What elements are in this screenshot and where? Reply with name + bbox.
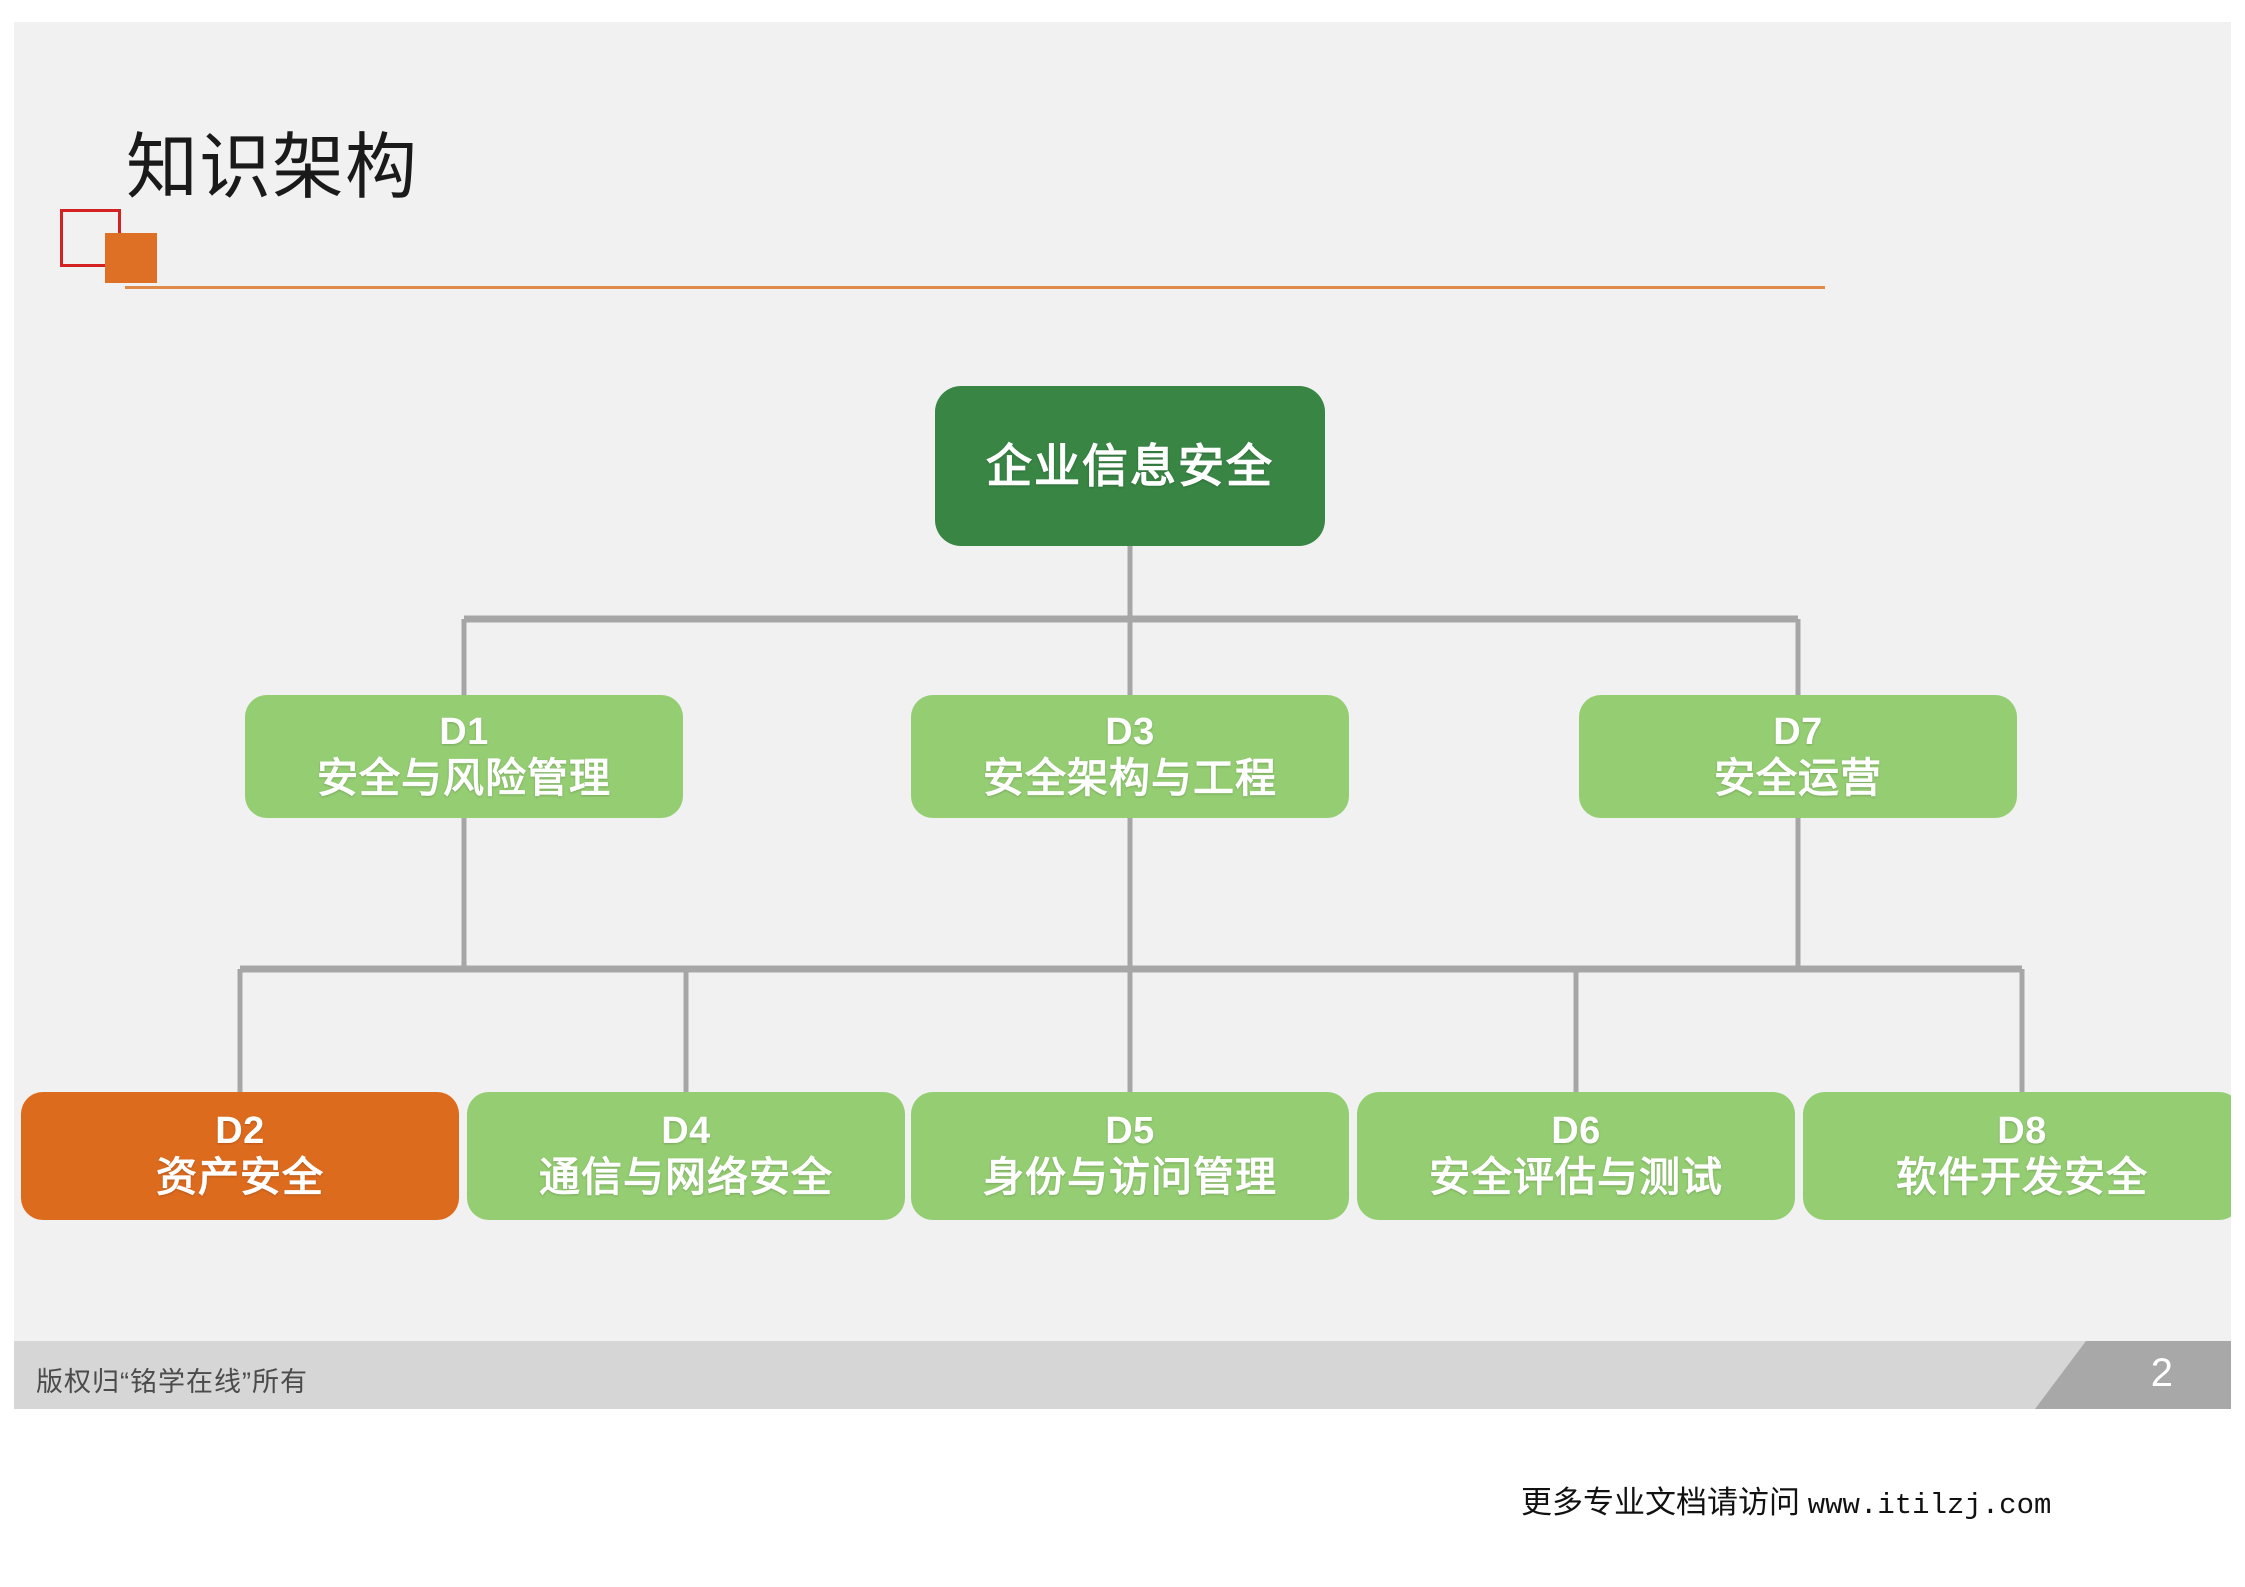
watermark: 更多专业文档请访问 www.itilzj.com [1521, 1477, 2051, 1522]
title-divider [125, 286, 1825, 289]
node-d3-label: 安全架构与工程 [983, 754, 1277, 801]
page-title: 知识架构 [126, 128, 419, 208]
node-d1[interactable]: D1 安全与风险管理 [245, 695, 683, 818]
node-d2-label: 资产安全 [156, 1154, 324, 1201]
node-d2[interactable]: D2 资产安全 [21, 1092, 459, 1220]
node-d5-label: 身份与访问管理 [983, 1154, 1277, 1201]
node-d4-code: D4 [661, 1110, 711, 1153]
copyright-text: 版权归“铭学在线”所有 [36, 1367, 308, 1397]
node-d8-label: 软件开发安全 [1896, 1154, 2148, 1201]
watermark-prefix: 更多专业文档请访问 [1521, 1485, 1808, 1520]
page-number-shape [2035, 1341, 2231, 1409]
orange-square-icon [105, 233, 157, 283]
node-d5[interactable]: D5 身份与访问管理 [911, 1092, 1349, 1220]
node-d2-code: D2 [215, 1110, 265, 1153]
node-d1-label: 安全与风险管理 [317, 754, 611, 801]
slide-footer: 版权归“铭学在线”所有 2 [14, 1341, 2231, 1409]
node-d1-code: D1 [439, 710, 489, 753]
node-d7[interactable]: D7 安全运营 [1579, 695, 2017, 818]
node-d6-code: D6 [1551, 1110, 1601, 1153]
node-d3[interactable]: D3 安全架构与工程 [911, 695, 1349, 818]
node-d8-code: D8 [1997, 1110, 2047, 1153]
node-d4[interactable]: D4 通信与网络安全 [467, 1092, 905, 1220]
slide-canvas: 知识架构 [14, 22, 2231, 1409]
node-d6-label: 安全评估与测试 [1429, 1154, 1723, 1201]
page-number: 2 [2150, 1351, 2173, 1395]
knowledge-architecture-diagram: 企业信息安全 D1 安全与风险管理 D3 安全架构与工程 D7 安全运营 D2 … [14, 22, 2231, 1347]
connector-lines [237, 546, 2025, 1092]
node-d4-label: 通信与网络安全 [539, 1154, 833, 1201]
node-root-label: 企业信息安全 [986, 439, 1274, 492]
node-d3-code: D3 [1105, 710, 1155, 753]
node-d8[interactable]: D8 软件开发安全 [1803, 1092, 2231, 1220]
slide-header: 知识架构 [14, 22, 2231, 292]
node-root[interactable]: 企业信息安全 [935, 386, 1325, 546]
node-d7-code: D7 [1773, 710, 1823, 753]
watermark-url: www.itilzj.com [1807, 1489, 2052, 1522]
node-d7-label: 安全运营 [1714, 754, 1882, 801]
logo-mark [60, 209, 157, 283]
node-d5-code: D5 [1105, 1110, 1155, 1153]
node-d6[interactable]: D6 安全评估与测试 [1357, 1092, 1795, 1220]
